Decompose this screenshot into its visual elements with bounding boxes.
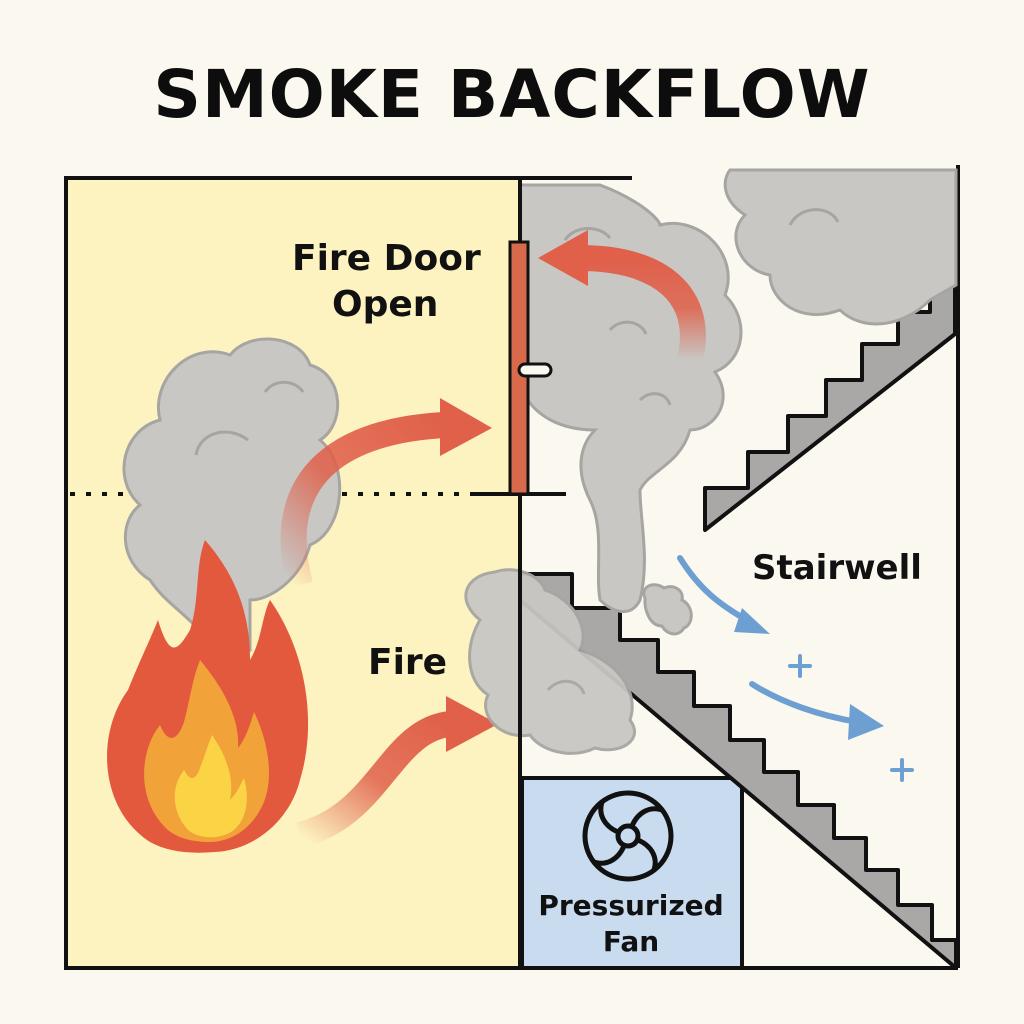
fire-door-label-line2: Open	[332, 284, 439, 325]
fan-label: Pressurized Fan	[526, 888, 736, 960]
door-handle[interactable]	[517, 362, 553, 378]
arrow-icon	[677, 555, 884, 740]
arrow-icon	[538, 230, 706, 363]
fire-label: Fire	[368, 642, 448, 683]
fire-icon	[107, 540, 309, 853]
fan-label-line2: Fan	[602, 925, 660, 958]
arrow-icon	[296, 696, 498, 848]
fan-box	[520, 776, 744, 970]
fire-door-label-line1: Fire Door	[292, 238, 481, 279]
fan-icon	[582, 790, 674, 882]
stairwell-label: Stairwell	[752, 548, 922, 588]
smoke-cloud-icon	[464, 568, 636, 755]
arrow-icon	[280, 398, 492, 589]
fan-label-line1: Pressurized	[538, 889, 724, 922]
fire-door-label: Fire Door Open	[292, 236, 481, 328]
smoke-cloud-icon	[642, 583, 693, 636]
smoke-cloud-icon	[518, 183, 743, 613]
plus-icon	[788, 654, 914, 782]
lower-stairs	[518, 572, 958, 970]
smoke-cloud-icon	[723, 168, 958, 326]
upper-stairs	[703, 284, 957, 532]
diagram-title: SMOKE BACKFLOW	[153, 56, 871, 133]
